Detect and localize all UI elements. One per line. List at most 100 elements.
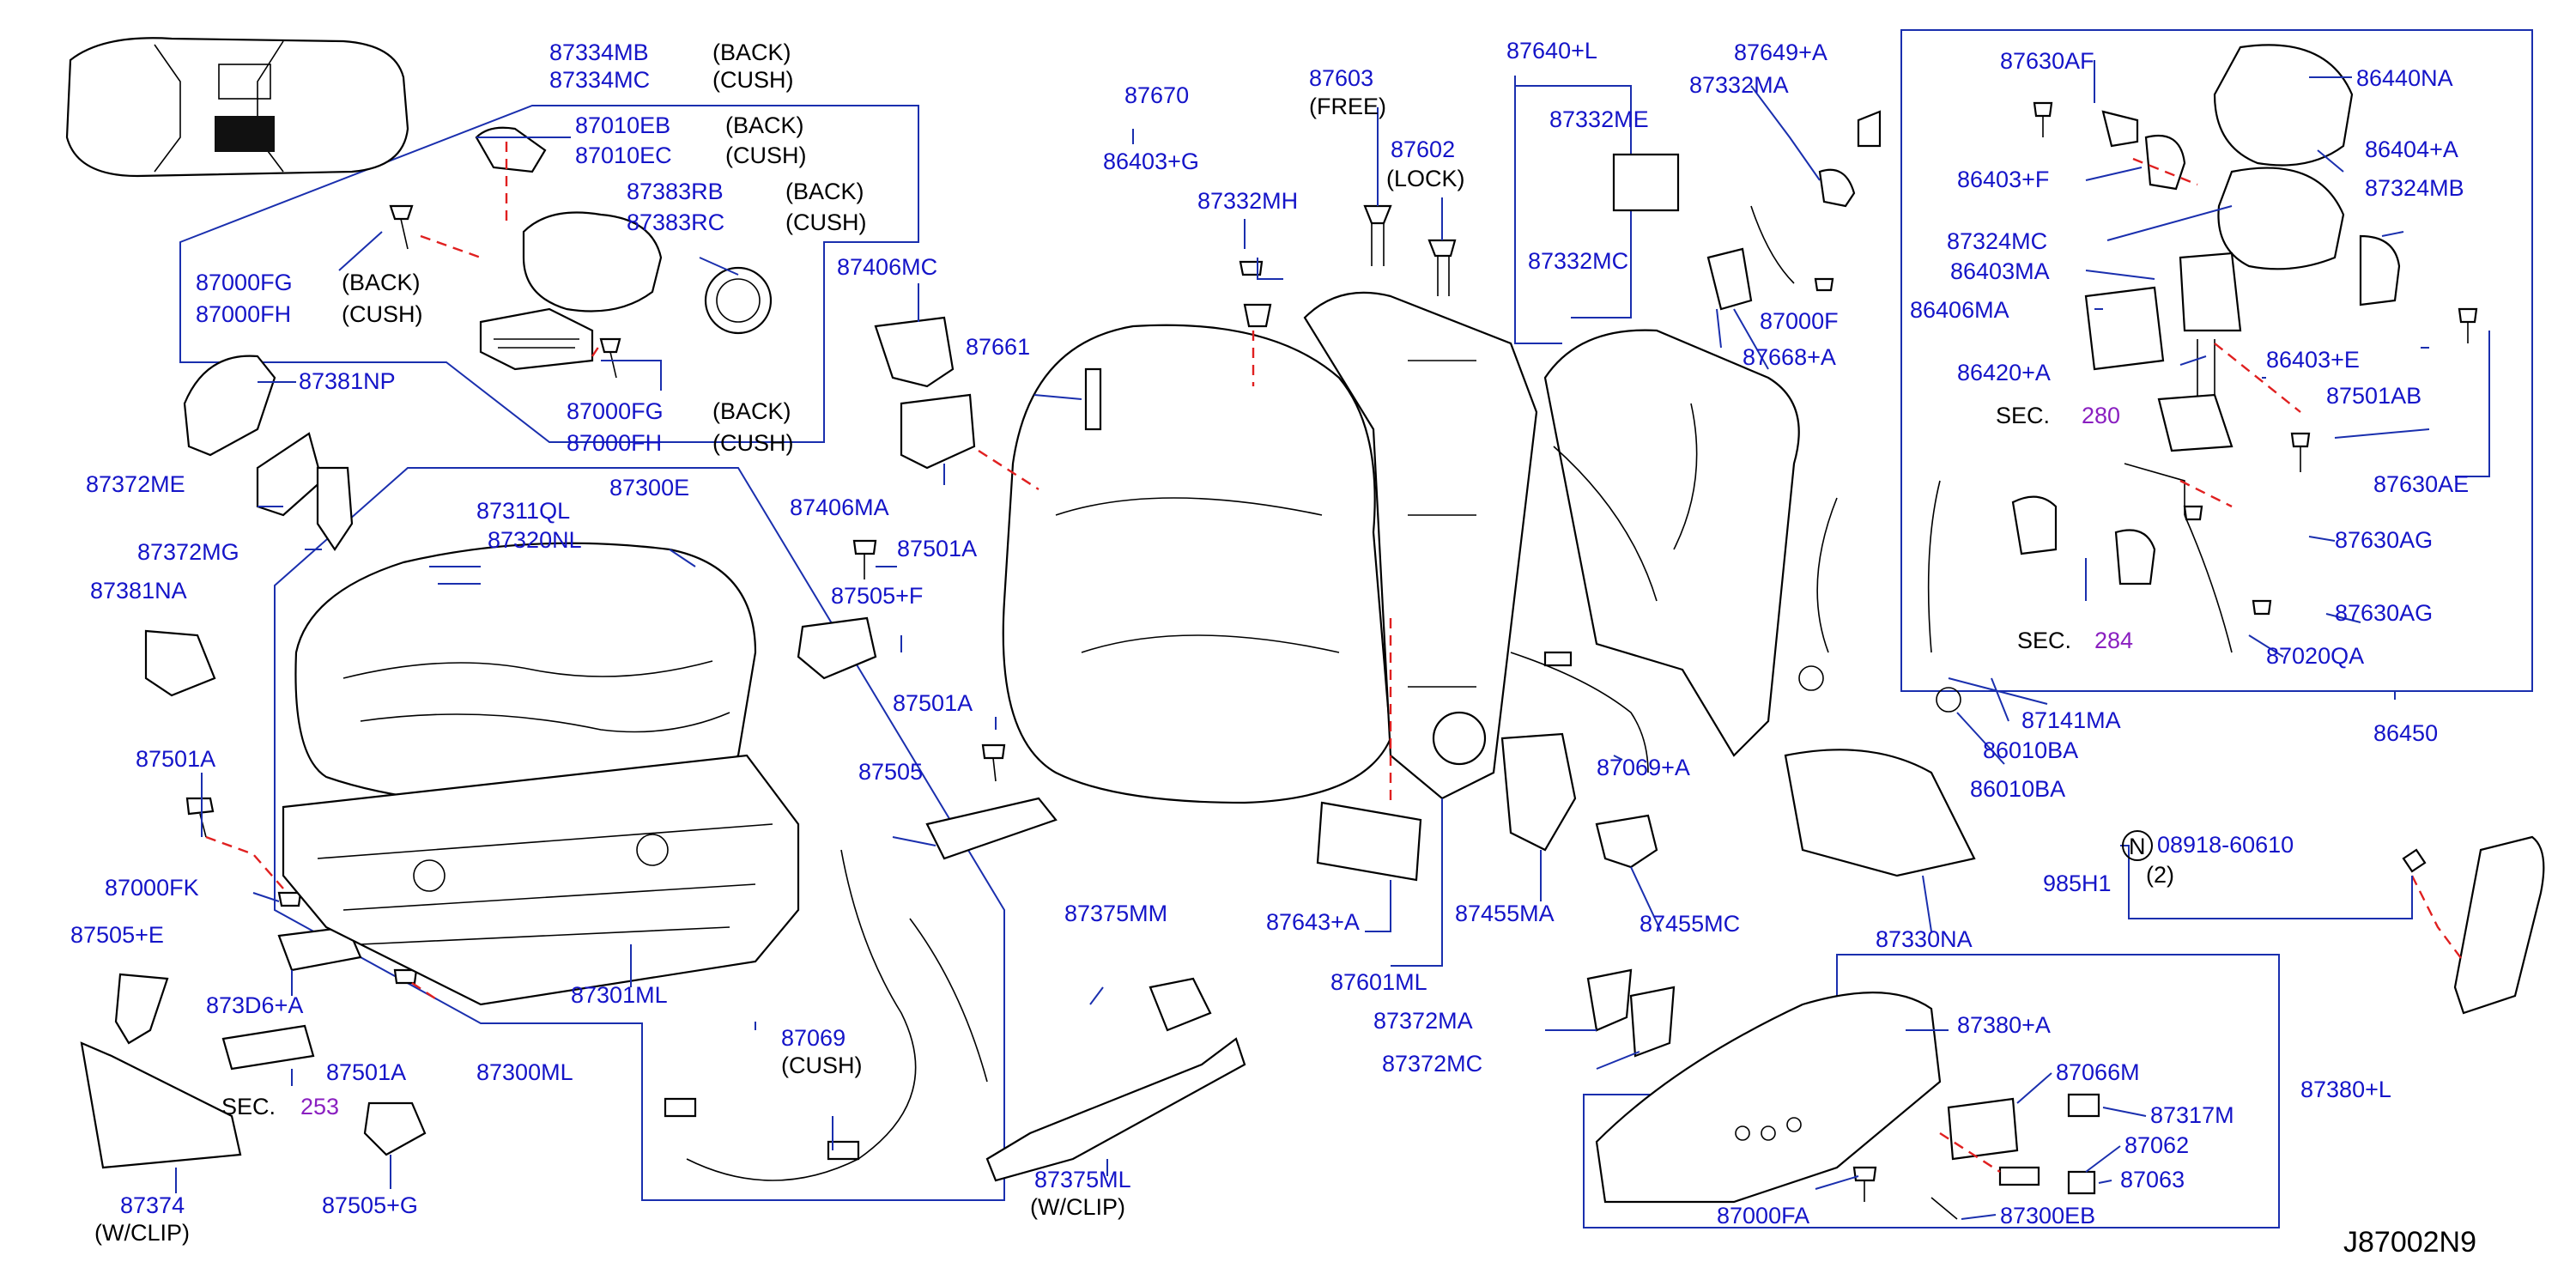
label-87505F: 87505+F [831, 583, 923, 609]
label-87066M: 87066M [2056, 1059, 2140, 1085]
label-86403E: 86403+E [2266, 347, 2360, 373]
label-87324MB: 87324MB [2365, 175, 2464, 201]
label-free: (FREE) [1309, 94, 1386, 119]
label-87501A-1: 87501A [136, 746, 215, 772]
label-wclip-2: (W/CLIP) [1030, 1194, 1125, 1220]
label-87661: 87661 [966, 334, 1030, 360]
label-back-3: (BACK) [785, 179, 864, 204]
label-sec-280: SEC. [1996, 403, 2050, 428]
label-87602: 87602 [1391, 136, 1455, 162]
label-cush-4: (CUSH) [342, 301, 423, 327]
label-87601ML: 87601ML [1330, 969, 1427, 995]
label-cush-5: (CUSH) [712, 430, 794, 456]
label-back-5: (BACK) [712, 398, 791, 424]
label-985H1: 985H1 [2043, 871, 2112, 896]
label-87505: 87505 [858, 759, 923, 785]
label-87010EB: 87010EB [575, 112, 670, 138]
label-87406MA: 87406MA [790, 494, 889, 520]
label-87332MA: 87332MA [1689, 72, 1789, 98]
label-87643A: 87643+A [1266, 909, 1360, 935]
label-cush-3: (CUSH) [785, 209, 867, 235]
label-87649A: 87649+A [1734, 39, 1827, 65]
label-87000F: 87000F [1760, 308, 1839, 334]
label-87000FK: 87000FK [105, 875, 199, 901]
label-87062: 87062 [2124, 1132, 2189, 1158]
label-87640L: 87640+L [1506, 38, 1597, 64]
label-87380A: 87380+A [1957, 1012, 2051, 1038]
label-87000FH-a: 87000FH [196, 301, 291, 327]
label-sec-284: SEC. [2017, 628, 2071, 653]
label-87372ME: 87372ME [86, 471, 185, 497]
label-87372MG: 87372MG [137, 539, 239, 565]
label-87381NA: 87381NA [90, 578, 187, 604]
label-87141MA: 87141MA [2021, 707, 2121, 733]
label-86403MA: 86403MA [1950, 258, 2050, 284]
label-87501A-3: 87501A [897, 536, 977, 561]
label-08918-60610: 08918-60610 [2157, 832, 2294, 858]
label-86403G: 86403+G [1103, 149, 1199, 174]
label-87320NL: 87320NL [488, 527, 582, 553]
label-87063: 87063 [2120, 1167, 2185, 1192]
label-87380L: 87380+L [2300, 1077, 2391, 1102]
label-87406MC: 87406MC [837, 254, 937, 280]
label-87069A: 87069+A [1597, 755, 1690, 780]
label-87372MC: 87372MC [1382, 1051, 1482, 1077]
label-87000FG-b: 87000FG [567, 398, 664, 424]
label-87381NP: 87381NP [299, 368, 396, 394]
label-87668A: 87668+A [1743, 344, 1836, 370]
label-87670: 87670 [1124, 82, 1189, 108]
label-cush-1: (CUSH) [712, 67, 794, 93]
label-87501A-4: 87501A [893, 690, 973, 716]
label-87630AG-1: 87630AG [2335, 527, 2433, 553]
label-87332MH: 87332MH [1197, 188, 1298, 214]
label-87603: 87603 [1309, 65, 1373, 91]
label-87372MA: 87372MA [1373, 1008, 1473, 1034]
label-back-1: (BACK) [712, 39, 791, 65]
label-86010BA-1: 86010BA [1983, 737, 2078, 763]
label-sec-280-number: 280 [2082, 403, 2120, 428]
label-86440NA: 86440NA [2356, 65, 2453, 91]
label-87311QL: 87311QL [476, 498, 570, 524]
label-wclip-1: (W/CLIP) [94, 1220, 190, 1246]
label-87000FA: 87000FA [1717, 1203, 1809, 1228]
label-87455MC: 87455MC [1640, 911, 1740, 937]
label-87334MC: 87334MC [549, 67, 650, 93]
label-87010EC: 87010EC [575, 143, 672, 168]
label-87630AE: 87630AE [2373, 471, 2469, 497]
label-87374: 87374 [120, 1192, 185, 1218]
leader-lines [175, 60, 2490, 1220]
label-87300ML: 87300ML [476, 1059, 573, 1085]
label-87300EB: 87300EB [2000, 1203, 2095, 1228]
label-87501AB: 87501AB [2326, 383, 2421, 409]
label-87332ME: 87332ME [1549, 106, 1649, 132]
label-87375ML: 87375ML [1034, 1167, 1131, 1192]
label-qty-2: (2) [2146, 862, 2174, 888]
label-86450: 86450 [2373, 720, 2438, 746]
label-87505G: 87505+G [322, 1192, 418, 1218]
label-87505E: 87505+E [70, 922, 164, 948]
label-back-2: (BACK) [725, 112, 804, 138]
label-87383RB: 87383RB [627, 179, 724, 204]
label-87069: 87069 [781, 1025, 846, 1051]
dashed-links [205, 142, 2464, 1174]
label-sec-253: SEC. [221, 1094, 276, 1119]
label-87501A-2: 87501A [326, 1059, 406, 1085]
label-87630AG-2: 87630AG [2335, 600, 2433, 626]
label-87330NA: 87330NA [1876, 926, 1973, 952]
label-sec-284-number: 284 [2094, 628, 2133, 653]
label-87332MC: 87332MC [1528, 248, 1628, 274]
label-87383RC: 87383RC [627, 209, 724, 235]
label-back-4: (BACK) [342, 270, 421, 295]
label-nut-mark: N [2129, 834, 2146, 859]
label-cush-6: (CUSH) [781, 1053, 863, 1078]
label-86406MA: 86406MA [1910, 297, 2009, 323]
part-illustrations [80, 44, 2545, 1220]
label-87000FG-a: 87000FG [196, 270, 293, 295]
label-87020QA: 87020QA [2266, 643, 2364, 669]
label-86420A: 86420+A [1957, 360, 2051, 385]
part-labels: 87334MB (BACK) 87334MC (CUSH) 87010EB (B… [70, 38, 2476, 1259]
label-87324MC: 87324MC [1947, 228, 2047, 254]
label-86403F: 86403+F [1957, 167, 2049, 192]
label-lock: (LOCK) [1386, 166, 1465, 191]
label-86404A: 86404+A [2365, 136, 2458, 162]
